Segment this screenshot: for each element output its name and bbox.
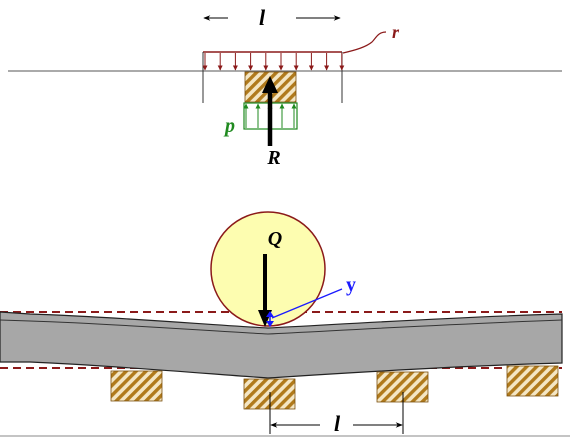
- span-label: l: [259, 5, 266, 30]
- wheel-load-label: Q: [268, 228, 282, 250]
- deflection-indicator: y: [266, 274, 356, 327]
- bottom-diagram: Q y l: [0, 211, 570, 437]
- spacing-dimension: l: [269, 392, 404, 436]
- load-leader-line: [342, 31, 387, 54]
- reaction-arrow: R: [262, 76, 281, 169]
- sleepers: [110, 365, 559, 410]
- rail-head-line: [0, 319, 563, 335]
- pressure-distribution: p: [223, 102, 298, 137]
- deflection-label: y: [346, 274, 356, 296]
- sleeper: [506, 365, 559, 397]
- reaction-label: R: [266, 147, 280, 169]
- load-arrows: [202, 53, 345, 71]
- deflected-rail: [0, 311, 563, 379]
- sleeper: [110, 370, 163, 402]
- top-diagram: l r p R: [8, 5, 562, 169]
- span-dimension: l: [203, 5, 341, 30]
- pressure-label: p: [223, 115, 235, 137]
- load-label: r: [392, 22, 400, 42]
- distributed-load: r: [202, 22, 400, 103]
- wheel: [210, 211, 326, 327]
- spacing-label: l: [334, 411, 341, 436]
